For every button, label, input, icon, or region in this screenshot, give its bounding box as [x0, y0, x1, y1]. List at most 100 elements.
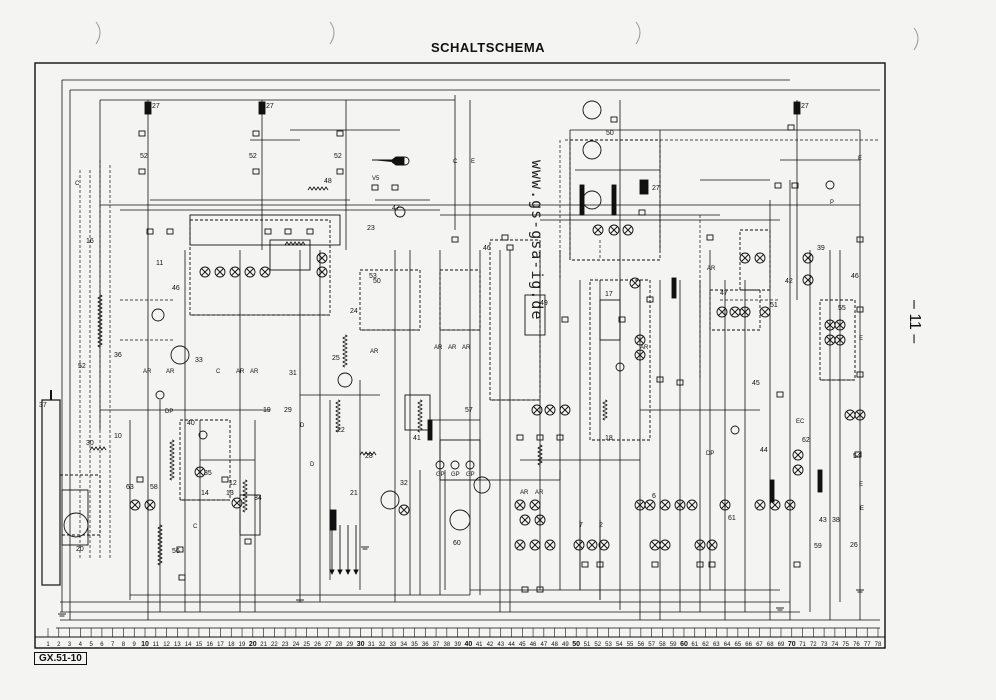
wire-code: E — [859, 482, 863, 488]
lamp — [792, 464, 804, 476]
lamp — [259, 266, 271, 278]
grid-number: 29 — [346, 642, 353, 648]
wire-code: AR — [250, 369, 259, 375]
lamp — [741, 254, 749, 262]
lamp — [661, 541, 669, 549]
motor — [473, 476, 491, 494]
connector — [138, 168, 146, 175]
lamp — [624, 226, 632, 234]
component-label: 63 — [126, 484, 134, 491]
component-label: 33 — [195, 357, 203, 364]
fuse-box — [189, 214, 341, 246]
lamp — [531, 501, 539, 509]
wire-code: GP — [466, 472, 475, 478]
connector — [651, 561, 659, 568]
lamp — [739, 306, 751, 318]
lamp — [636, 351, 644, 359]
lamp — [594, 226, 602, 234]
lamp — [400, 506, 408, 514]
component-label: 47 — [720, 290, 728, 297]
grid-number: 42 — [487, 642, 494, 648]
connector — [178, 574, 186, 581]
component-label: 54 — [853, 453, 861, 460]
coil — [97, 294, 103, 348]
wire-code: E — [858, 156, 862, 162]
component-label: 44 — [760, 447, 768, 454]
coil — [417, 399, 423, 433]
relay — [337, 372, 353, 388]
lamp — [786, 501, 794, 509]
connector — [708, 561, 716, 568]
connector — [776, 391, 784, 398]
wire-code: C — [75, 181, 80, 187]
grid-number: 40 — [464, 641, 472, 648]
grid-number: 78 — [875, 642, 882, 648]
wire-code: AR — [640, 345, 649, 351]
lamp — [194, 466, 206, 478]
resistor — [359, 451, 377, 456]
connector — [638, 209, 646, 216]
grid-number: 45 — [519, 642, 526, 648]
wire-code: DP — [165, 409, 173, 415]
relay-housing — [524, 294, 546, 336]
grid-number: 70 — [788, 641, 796, 648]
lamp — [516, 501, 524, 509]
grid-number: 12 — [163, 642, 170, 648]
contact-block — [611, 184, 617, 216]
grid-number: 59 — [670, 642, 677, 648]
grid-number: 55 — [627, 642, 634, 648]
component-label: 35 — [204, 470, 212, 477]
lamp — [231, 268, 239, 276]
wire-code: DP — [706, 451, 714, 457]
grid-number: 41 — [476, 642, 483, 648]
grid-number: 15 — [196, 642, 203, 648]
spark-plug — [329, 569, 335, 576]
grid-number: 35 — [411, 642, 418, 648]
component-label: 21 — [350, 490, 358, 497]
connector — [336, 168, 344, 175]
component-label: 60 — [453, 540, 461, 547]
grid-number: 48 — [551, 642, 558, 648]
lamp — [246, 268, 254, 276]
component-label: 46 — [483, 245, 491, 252]
wire-code: C — [193, 524, 198, 530]
fuse — [144, 101, 152, 115]
component-label: 42 — [785, 278, 793, 285]
motor — [380, 490, 400, 510]
indicator — [450, 460, 460, 470]
resistor — [307, 186, 329, 191]
grid-number: 3 — [68, 642, 72, 648]
contact-block — [579, 184, 585, 216]
component-label: 26 — [850, 542, 858, 549]
lamp — [229, 266, 241, 278]
lamp — [708, 541, 716, 549]
spark-plug — [353, 569, 359, 576]
connector — [501, 234, 509, 241]
grid-number: 11 — [153, 642, 160, 648]
grid-number: 37 — [433, 642, 440, 648]
lamp — [529, 539, 541, 551]
connector — [138, 130, 146, 137]
grid-number: 63 — [713, 642, 720, 648]
indicator — [465, 460, 475, 470]
wire-code: E — [471, 159, 475, 165]
component-label: 17 — [605, 291, 613, 298]
component-label: 56 — [172, 548, 180, 555]
wire-code: GP — [436, 472, 445, 478]
lamp — [754, 252, 766, 264]
coil — [335, 399, 341, 433]
connector — [856, 371, 864, 378]
component-label: 37 — [39, 402, 47, 409]
connector — [516, 434, 524, 441]
grid-number: 43 — [497, 642, 504, 648]
lamp — [834, 334, 846, 346]
wire-code: E — [860, 506, 864, 512]
lamp — [144, 499, 156, 511]
grid-number: 10 — [141, 641, 149, 648]
lamp — [544, 404, 556, 416]
lamp — [769, 499, 781, 511]
dashed-enclosure — [439, 269, 481, 331]
lamp — [634, 334, 646, 346]
component-label: 50 — [606, 130, 614, 137]
